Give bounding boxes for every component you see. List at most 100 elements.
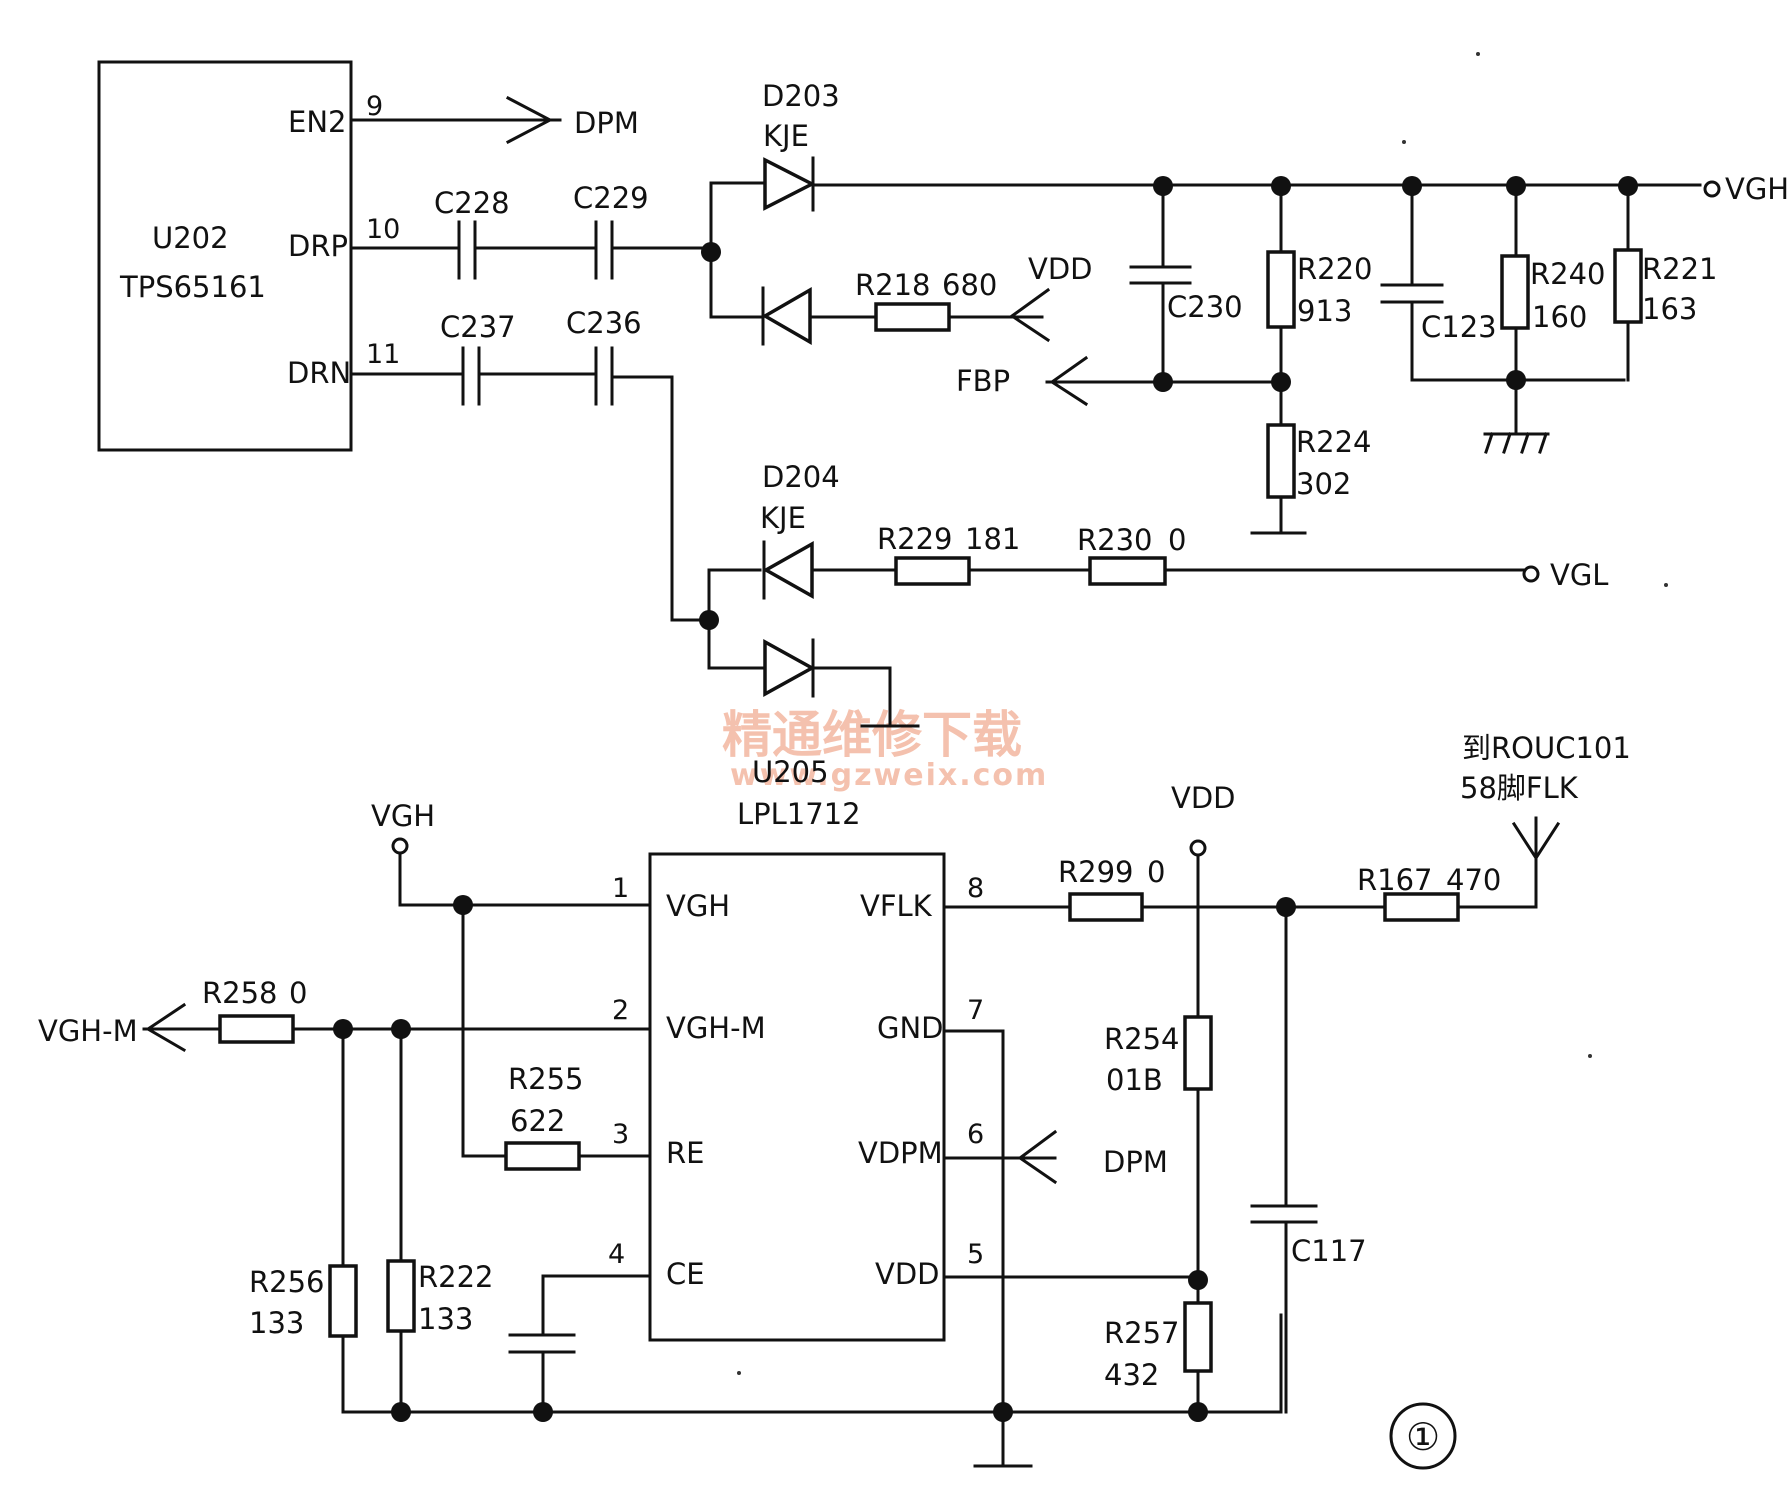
r167-ref: R167 (1357, 863, 1433, 897)
figure-number: ① (1389, 1402, 1457, 1470)
u202-pin-en2-name: EN2 (288, 105, 346, 139)
flk-dest-line1: 到ROUC101 (1462, 731, 1631, 765)
drn-net: C237 C236 (349, 306, 713, 622)
r258-val: 0 (289, 976, 307, 1010)
u205-pin1-name: VGH (666, 889, 730, 923)
r229-ref: R229 (877, 522, 953, 556)
u202-part: TPS65161 (119, 270, 266, 304)
c229-label: C229 (573, 181, 649, 215)
drp-net: C228 C229 (349, 181, 721, 280)
r254-val: 01B (1106, 1063, 1163, 1097)
diode-lower (763, 639, 816, 697)
u202-pin-en2-num: 9 (366, 91, 383, 122)
d203-section: D203 KJE R218 680 VDD (709, 79, 1702, 346)
c230-label: C230 (1167, 290, 1243, 324)
vdd-mid-label: VDD (1171, 781, 1236, 815)
vdd-top-label: VDD (1028, 252, 1093, 286)
r255-ref: R255 (508, 1062, 584, 1096)
u205-body (648, 852, 946, 1342)
r220-val: 913 (1297, 294, 1352, 328)
vgl-label: VGL (1550, 558, 1608, 592)
r218-val: 680 (942, 268, 997, 302)
r299-ref: R299 (1058, 855, 1134, 889)
u205-pin2-num: 2 (612, 995, 629, 1026)
u205-part: LPL1712 (737, 797, 861, 831)
d203-val: KJE (763, 119, 809, 153)
u202-pin-drp-name: DRP (288, 229, 348, 263)
r221-val: 163 (1642, 292, 1697, 326)
d203-diode (763, 157, 816, 211)
u205-pin6-num: 6 (967, 1119, 984, 1150)
vgh-out-label: VGH (1725, 172, 1789, 206)
u205-pin4-num: 4 (608, 1239, 625, 1270)
u205-pin5-num: 5 (967, 1239, 984, 1270)
r221-ref: R221 (1642, 252, 1718, 286)
u205-pin8-num: 8 (967, 873, 984, 904)
c123-label: C123 (1421, 310, 1497, 344)
d204-val: KJE (760, 501, 806, 535)
r167-val: 470 (1446, 863, 1501, 897)
u202-pin-drp-num: 10 (366, 214, 400, 245)
dpm-mid-label: DPM (1103, 1145, 1168, 1179)
u205-pin6-name: VDPM (858, 1136, 943, 1170)
diode-r218 (761, 286, 812, 346)
fbp-label: FBP (956, 364, 1010, 398)
u205-pin3-name: RE (666, 1136, 704, 1170)
r230-val: 0 (1168, 523, 1186, 557)
r256-ref: R256 (249, 1265, 325, 1299)
vgh-output-network: VGH C230 FBP R220 913 R224 302 C123 (956, 172, 1789, 535)
r258-ref: R258 (202, 976, 278, 1010)
u202-pin-drn-name: DRN (287, 356, 351, 390)
vgh-input-net: VGH R255 622 (371, 799, 652, 1171)
r220-ref: R220 (1297, 252, 1373, 286)
c228-label: C228 (434, 186, 510, 220)
u202-ref: U202 (152, 221, 229, 255)
vdpm-net: DPM (942, 1129, 1168, 1185)
r257-ref: R257 (1104, 1316, 1180, 1350)
d204-diode (762, 541, 814, 599)
r224-ref: R224 (1296, 425, 1372, 459)
en2-dpm-net: DPM (349, 95, 639, 145)
r218-ref: R218 (855, 268, 931, 302)
c236-label: C236 (566, 306, 642, 340)
u202-ic: U202 TPS65161 EN2 DRP DRN 9 10 11 (97, 60, 400, 452)
u205-pin4-name: CE (666, 1257, 705, 1291)
r240-val: 160 (1532, 300, 1587, 334)
u202-pin-drn-num: 11 (366, 339, 400, 370)
r224-val: 302 (1296, 467, 1351, 501)
watermark-title: 精通维修下载 (722, 705, 1022, 764)
c237-label: C237 (440, 310, 516, 344)
dpm-top-label: DPM (574, 106, 639, 140)
r229-val: 181 (965, 522, 1020, 556)
u202-body (97, 60, 353, 452)
r299-val: 0 (1147, 855, 1165, 889)
u205-pin7-name: GND (877, 1011, 944, 1045)
vgh-in-label: VGH (371, 799, 435, 833)
r255-val: 622 (510, 1104, 565, 1138)
ce-capacitor (508, 1274, 652, 1414)
u205-pin3-num: 3 (612, 1119, 629, 1150)
c117-label: C117 (1291, 1234, 1367, 1268)
u205-pin5-name: VDD (875, 1257, 940, 1291)
vgh-m-label: VGH-M (38, 1014, 138, 1048)
d204-ref: D204 (762, 460, 840, 494)
r222-val: 133 (418, 1302, 473, 1336)
vgl-section: VGL D204 KJE R229 181 R230 0 (699, 460, 1608, 728)
figure-number-text: ① (1406, 1415, 1440, 1459)
d203-ref: D203 (762, 79, 840, 113)
r240-ref: R240 (1530, 257, 1606, 291)
u205-pin7-num: 7 (967, 995, 984, 1026)
r257-val: 432 (1104, 1358, 1159, 1392)
r222-ref: R222 (418, 1260, 494, 1294)
flk-dest-line2: 58脚FLK (1460, 771, 1579, 805)
vflk-net: R299 0 VDD R254 01B R257 432 C117 R167 4… (942, 731, 1631, 1414)
u205-ic: U205 LPL1712 VGH VGH-M RE CE VFLK GND VD… (608, 755, 984, 1342)
r256-val: 133 (249, 1306, 304, 1340)
u205-pin2-name: VGH-M (666, 1011, 766, 1045)
r230-ref: R230 (1077, 523, 1153, 557)
watermark-url: www.gzweix.com (730, 758, 1048, 793)
u205-ref: U205 (752, 755, 829, 789)
ground-rail (341, 1029, 1283, 1468)
u205-pin8-name: VFLK (860, 889, 933, 923)
